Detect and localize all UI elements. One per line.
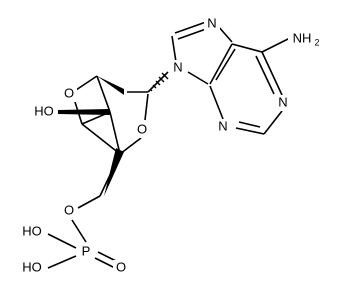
bond-c5prime-o5 — [77, 195, 101, 209]
bond-o2-c2 — [75, 75, 98, 91]
bond-c5-c4 — [81, 123, 121, 155]
bond-c8-n7-double — [177, 28, 207, 40]
bond-c6-n1 — [261, 51, 283, 96]
atom-nh2-subscript: 2 — [314, 37, 319, 47]
stereo-bonds — [58, 72, 169, 196]
atom-labels: N NH 2 N N N O O HO O P O HO — [18, 15, 324, 276]
bond-c1-n9 — [147, 71, 169, 93]
atom-o-bridge: O — [64, 85, 74, 100]
bond-c6-n1-double — [255, 55, 275, 95]
bond-c4-c5-inner — [215, 48, 236, 81]
bond-c8-n7 — [174, 21, 207, 34]
bond-c1-o4 — [144, 93, 149, 121]
atom-oh-bottom: HO — [22, 259, 42, 274]
atom-p: P — [82, 243, 91, 258]
bond-c8-n9 — [171, 35, 177, 63]
bond-c3-c4 — [109, 111, 121, 155]
bond-c6-nh2 — [261, 37, 291, 53]
bond-c2-n3-double — [238, 121, 261, 128]
bond-c2-c3 — [96, 75, 111, 113]
atom-nh2: NH — [293, 30, 312, 45]
bond-n9-c4 — [187, 71, 209, 85]
atom-o5: O — [64, 202, 74, 217]
bond-o4-c4 — [119, 137, 142, 155]
atom-n1: N — [278, 94, 287, 109]
wedge-c2 — [97, 76, 124, 95]
bond-p-oh-bottom — [47, 255, 77, 269]
wedge-c4 — [104, 148, 124, 196]
atom-n3: N — [218, 118, 227, 133]
atom-ho: HO — [34, 103, 54, 118]
bond-n1-c2 — [263, 110, 283, 135]
bond-o5-p — [71, 219, 87, 243]
atom-o-ring: O — [137, 121, 147, 136]
bond-p-oh-top — [47, 233, 77, 249]
wedge-c3-oh — [58, 109, 110, 115]
bonds — [47, 21, 291, 269]
bond-n7-c5 — [217, 25, 233, 43]
hash-c1-n9 — [149, 72, 169, 92]
bond-c4-c5 — [209, 43, 233, 85]
bond-c5-c6 — [231, 43, 263, 53]
atom-n7: N — [207, 15, 216, 30]
atom-oh-top: HO — [22, 223, 42, 238]
bond-c2-n3 — [235, 127, 265, 135]
atom-o-double: O — [116, 259, 126, 274]
bond-n3-c4 — [209, 85, 224, 120]
atom-n9: N — [173, 59, 182, 74]
bond-p-o-double — [94, 257, 116, 269]
